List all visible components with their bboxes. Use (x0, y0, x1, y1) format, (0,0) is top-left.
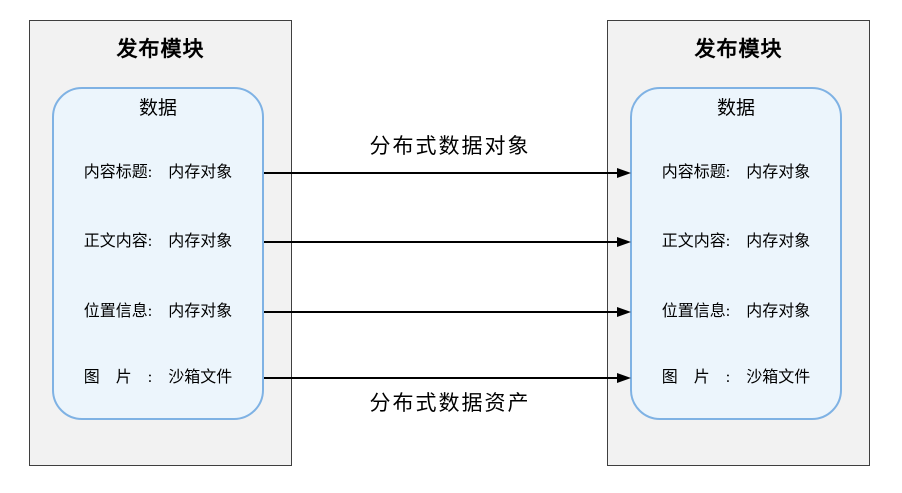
publish-module-right: 发布模块 数据 内容标题: 内存对象 正文内容: 内存对象 位置信息: 内存对象… (607, 20, 870, 466)
data-item-location-info: 位置信息: 内存对象 (83, 303, 233, 320)
arrow-head-icon (617, 307, 631, 317)
publish-module-left: 发布模块 数据 内容标题: 内存对象 正文内容: 内存对象 位置信息: 内存对象… (29, 20, 292, 466)
arrow-line-3 (264, 311, 618, 313)
data-group-title: 数据 (138, 98, 177, 119)
arrow-head-icon (617, 237, 631, 247)
module-title: 发布模块 (116, 37, 205, 61)
data-item-image: 图 片 : 沙箱文件 (83, 369, 233, 386)
data-item-image: 图 片 : 沙箱文件 (661, 369, 811, 386)
data-item-body-content: 正文内容: 内存对象 (83, 233, 233, 250)
flow-label-distributed-data-object: 分布式数据对象 (369, 134, 531, 158)
data-group-box: 数据 内容标题: 内存对象 正文内容: 内存对象 位置信息: 内存对象 图 片 … (630, 87, 842, 420)
data-item-body-content: 正文内容: 内存对象 (661, 233, 811, 250)
arrow-line-2 (264, 241, 618, 243)
data-group-title: 数据 (716, 98, 755, 119)
data-item-location-info: 位置信息: 内存对象 (661, 303, 811, 320)
arrow-head-icon (617, 373, 631, 383)
arrow-head-icon (617, 168, 631, 178)
data-item-content-title: 内容标题: 内存对象 (661, 164, 811, 181)
flow-label-distributed-data-asset: 分布式数据资产 (369, 391, 531, 415)
data-item-content-title: 内容标题: 内存对象 (83, 164, 233, 181)
module-title: 发布模块 (694, 37, 783, 61)
arrow-line-1 (264, 172, 618, 174)
data-group-box: 数据 内容标题: 内存对象 正文内容: 内存对象 位置信息: 内存对象 图 片 … (52, 87, 264, 420)
arrow-line-4 (264, 377, 618, 379)
